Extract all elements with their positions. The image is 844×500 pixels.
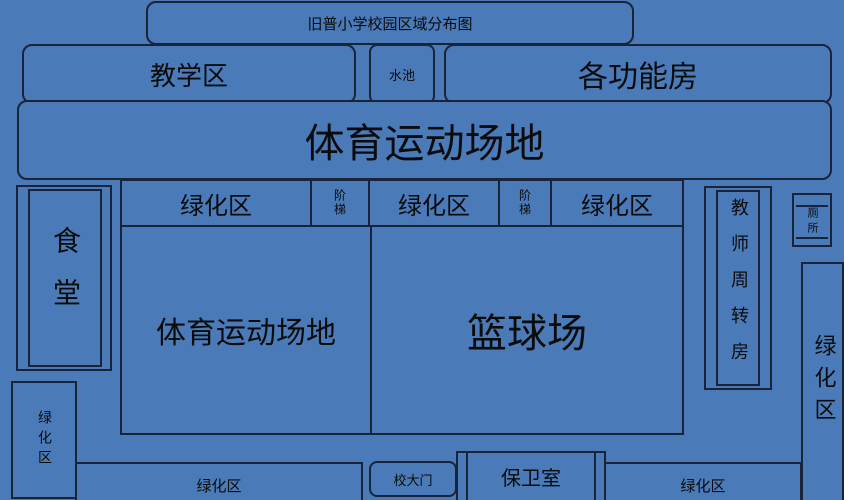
canteen-label: 食堂 bbox=[49, 226, 82, 330]
pool-area: 水池 bbox=[369, 44, 435, 104]
function-rooms-area: 各功能房 bbox=[444, 44, 832, 104]
green-area-left: 绿化区 bbox=[11, 381, 77, 499]
sports-field-top: 体育运动场地 bbox=[17, 100, 832, 180]
sports-field-main: 体育运动场地 bbox=[120, 225, 372, 435]
green-area-bottom-left: 绿化区 bbox=[75, 462, 363, 500]
green-area-bottom-right: 绿化区 bbox=[604, 462, 802, 500]
stairs-right: 阶梯 bbox=[498, 179, 552, 227]
canteen-area: 食堂 bbox=[16, 185, 112, 371]
green-area-top-left: 绿化区 bbox=[120, 179, 312, 227]
map-title: 旧普小学校园区域分布图 bbox=[146, 1, 634, 45]
basketball-court: 篮球场 bbox=[370, 225, 684, 435]
toilet-area: 厕所 bbox=[792, 193, 832, 247]
toilet-label: 厕所 bbox=[806, 207, 819, 237]
teacher-housing-label: 教师周转房 bbox=[728, 198, 749, 378]
green-area-top-right: 绿化区 bbox=[550, 179, 684, 227]
green-area-top-mid: 绿化区 bbox=[368, 179, 500, 227]
teaching-area: 教学区 bbox=[22, 44, 356, 104]
guard-room-area: 保卫室 bbox=[456, 451, 606, 500]
green-area-right: 绿化区 bbox=[801, 262, 844, 500]
teacher-housing-area: 教师周转房 bbox=[704, 186, 772, 390]
stairs-left: 阶梯 bbox=[310, 179, 370, 227]
guard-room-label: 保卫室 bbox=[466, 453, 596, 500]
school-gate: 校大门 bbox=[369, 461, 457, 497]
